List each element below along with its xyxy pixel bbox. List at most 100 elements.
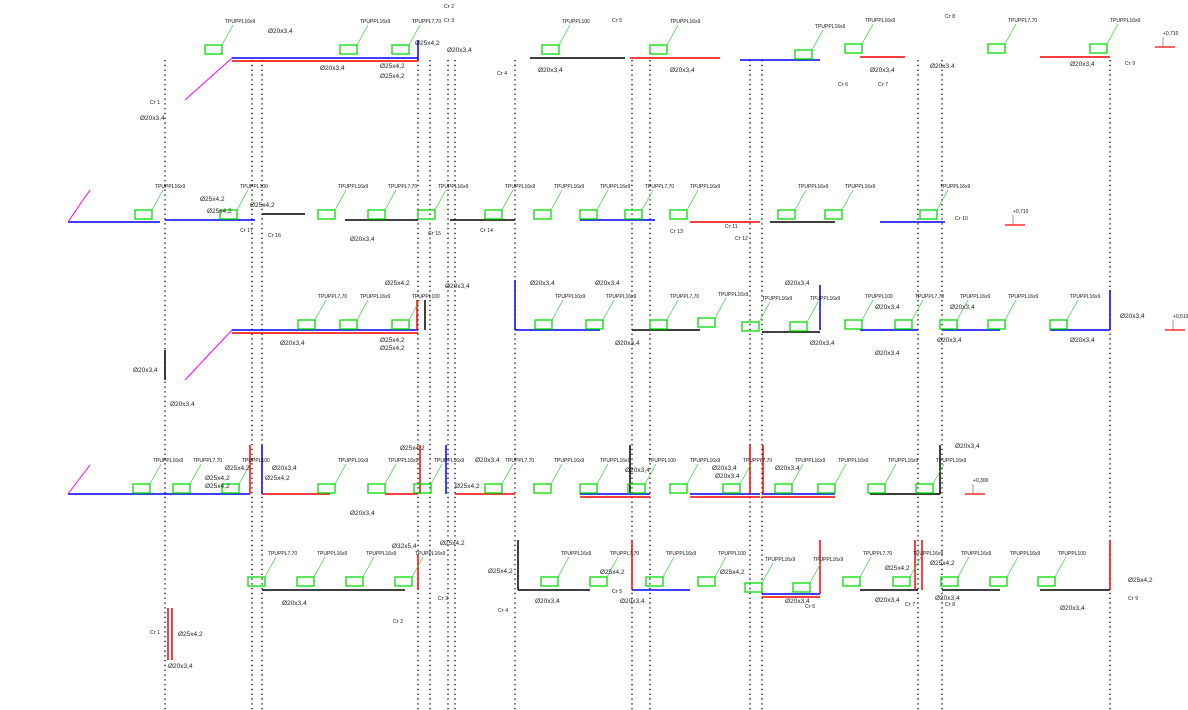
fixture-label: TPUPPL16x9	[561, 551, 592, 557]
leader-line	[334, 189, 347, 211]
pipe-size-label: Ø20x3,4	[268, 28, 293, 35]
fixture-box	[579, 209, 598, 220]
diagonal-pipe	[67, 464, 91, 495]
fixture-box	[697, 576, 716, 587]
leader-line	[408, 299, 421, 321]
pipe-size-label: Ø25x4,2	[488, 568, 513, 575]
fixture-label: TPUPPL16x9	[815, 24, 846, 30]
fixture-label: TPUPPL16x9	[153, 458, 184, 464]
fixture-box	[824, 209, 843, 220]
fixture-box	[844, 43, 863, 54]
pipe-size-label: Ø25x4,2	[720, 569, 745, 576]
fixture-label: TPUPPL16x9	[360, 19, 391, 25]
fixture-box	[669, 483, 688, 494]
fixture-box	[391, 44, 410, 55]
fixture-label: TPUPPL16x9	[415, 551, 446, 557]
pipe-size-label-blue: Ø25x4,2	[380, 345, 405, 352]
fixture-label: TPUPPL16x9	[690, 458, 721, 464]
fixture-label: TPUPPL7,70	[610, 551, 639, 557]
fixture-label: TPUPPL16x9	[888, 458, 919, 464]
riser-label: Ст 3	[438, 596, 448, 602]
fixture-label: TPUPPL16x9	[388, 458, 419, 464]
fixture-label: TPUPPL16x9	[960, 294, 991, 300]
fixture-label: TPUPPL16x9	[940, 184, 971, 190]
fixture-box	[540, 576, 559, 587]
fixture-box	[844, 319, 863, 330]
leader-line	[686, 463, 699, 485]
pipe-size-label-magenta: Ø25x4,2	[380, 63, 405, 70]
fixture-box	[132, 483, 151, 494]
fixture-box	[541, 44, 560, 55]
riser-label: Ст 6	[805, 604, 815, 610]
leader-line	[956, 299, 969, 321]
fixture-label: TPUPPL16x9	[1070, 294, 1101, 300]
leader-line	[957, 556, 970, 578]
fixture-box	[317, 483, 336, 494]
pipe-size-label: Ø20x3,4	[870, 67, 895, 74]
fixture-label: TPUPPL7,70	[412, 19, 441, 25]
fixture-box	[1037, 576, 1056, 587]
fixture-box	[989, 576, 1008, 587]
riser-label: Ст 5	[612, 18, 622, 24]
pipe-size-label: Ø20x3,4	[280, 340, 305, 347]
fixture-box	[1089, 43, 1108, 54]
leader-line	[834, 463, 847, 485]
leader-line	[761, 562, 774, 584]
fixture-box	[789, 321, 808, 332]
riser-label: Ст 6	[838, 82, 848, 88]
pipe-size-label: Ø20x3,4	[775, 465, 800, 472]
riser-label: Ст 12	[735, 236, 748, 242]
fixture-box	[579, 483, 598, 494]
fixture-box	[533, 483, 552, 494]
riser-label: Ст 10	[955, 216, 968, 222]
fixture-box	[669, 209, 688, 220]
riser-label: Ст 14	[480, 228, 493, 234]
riser-label: Ст 5	[612, 589, 622, 595]
leader-line	[550, 189, 563, 211]
fixture-box	[413, 483, 432, 494]
leader-line	[221, 24, 234, 46]
riser-label: Ст 2	[444, 4, 454, 10]
pipe-size-label: Ø25x4,2	[178, 631, 203, 638]
leader-line	[1054, 556, 1067, 578]
pipe-size-label: Ø20x3,4	[625, 467, 650, 474]
fixture-box	[892, 576, 911, 587]
fixture-label: TPUPPL16x9	[810, 296, 841, 302]
fixture-label: TPUPPL7,70	[645, 184, 674, 190]
leader-line	[558, 24, 571, 46]
fixture-box	[534, 319, 553, 330]
pipe-size-label: Ø20x3,4	[133, 367, 158, 374]
fixture-box	[367, 209, 386, 220]
fixture-box	[842, 576, 861, 587]
pipe-size-label: Ø20x3,4	[950, 304, 975, 311]
pipe-size-label: Ø20x3,4	[538, 67, 563, 74]
fixture-box	[697, 317, 716, 328]
pipe-size-label: Ø20x3,4	[272, 465, 297, 472]
pipe-size-label-magenta: Ø25x4,2	[380, 337, 405, 344]
fixture-box	[589, 576, 608, 587]
leader-line	[686, 189, 699, 211]
fixture-box	[741, 321, 760, 332]
fixture-box	[649, 319, 668, 330]
leader-line	[791, 463, 804, 485]
pipe-size-label: Ø25x4,2	[885, 565, 910, 572]
riser-label: Ст 9	[1125, 61, 1135, 67]
fixture-box	[484, 209, 503, 220]
fixture-box	[317, 209, 336, 220]
riser-label: Ст 17	[240, 228, 253, 234]
fixture-label: TPUPPL100	[412, 294, 440, 300]
fixture-label: TPUPPL16x9	[690, 184, 721, 190]
leader-line	[596, 463, 609, 485]
fixture-box	[533, 209, 552, 220]
pipe-size-label: Ø20x3,4	[875, 350, 900, 357]
pipe-size-label: Ø20x3,4	[170, 401, 195, 408]
fixture-label: TPUPPL16x9	[845, 184, 876, 190]
fixture-label: TPUPPL16x9	[554, 458, 585, 464]
leader-line	[1004, 23, 1017, 45]
leader-line	[189, 463, 202, 485]
leader-line	[739, 463, 752, 485]
fixture-label: TPUPPL7,70	[915, 294, 944, 300]
pipe-size-label-blue: Ø25x4,2	[455, 483, 480, 490]
pipe-size-label: Ø20x3,4	[875, 304, 900, 311]
fixture-box	[417, 209, 436, 220]
